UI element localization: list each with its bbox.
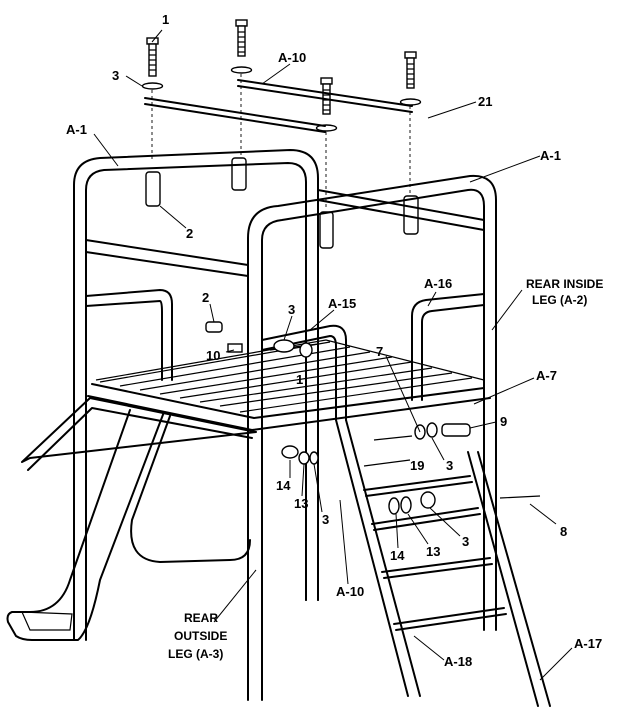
label-part-3-d: 3 <box>322 512 329 527</box>
label-A15: A-15 <box>328 296 356 311</box>
side-rails <box>85 189 485 381</box>
label-A7: A-7 <box>536 368 557 383</box>
label-part-3-e: 3 <box>462 534 469 549</box>
label-part-3-top: 3 <box>112 68 119 83</box>
label-part-2-upper: 2 <box>186 226 193 241</box>
label-part-3-c: 3 <box>446 458 453 473</box>
label-part-1-top: 1 <box>162 12 169 27</box>
label-A16: A-16 <box>424 276 452 291</box>
label-A1-left: A-1 <box>66 122 87 137</box>
label-A17: A-17 <box>574 636 602 651</box>
label-part-9: 9 <box>500 414 507 429</box>
label-rear-outside-2: OUTSIDE <box>174 629 227 643</box>
label-A10-bottom: A-10 <box>336 584 364 599</box>
label-part-2-mid: 2 <box>202 290 209 305</box>
bolt-2 <box>230 19 253 160</box>
rear-legs <box>305 439 319 601</box>
slide <box>6 397 257 641</box>
label-part-14-a: 14 <box>276 478 291 493</box>
label-A18: A-18 <box>444 654 472 669</box>
label-part-1-deck: 1 <box>296 372 303 387</box>
part-labels: 1 3 A-10 21 A-1 A-1 2 REAR INSIDE LEG (A… <box>66 12 603 669</box>
label-part-21: 21 <box>478 94 492 109</box>
label-A1-right: A-1 <box>540 148 561 163</box>
deck <box>87 339 491 431</box>
label-A10-top: A-10 <box>278 50 306 65</box>
frame-right-A1 <box>247 174 497 701</box>
label-part-14-b: 14 <box>390 548 405 563</box>
leader-lines <box>93 29 573 681</box>
frame-left-A1 <box>73 149 319 641</box>
label-part-7: 7 <box>376 344 383 359</box>
handle-A16 <box>411 293 485 401</box>
label-rear-inside-2: LEG (A-2) <box>532 293 587 307</box>
label-part-13-b: 13 <box>426 544 440 559</box>
top-cross-bars <box>144 79 413 133</box>
handle-A15 <box>261 324 347 421</box>
label-part-3-mid: 3 <box>288 302 295 317</box>
label-rear-outside-1: REAR <box>184 611 218 625</box>
ladder <box>335 419 551 707</box>
top-bolts <box>141 19 422 210</box>
label-rear-inside-1: REAR INSIDE <box>526 277 603 291</box>
label-part-13-a: 13 <box>294 496 308 511</box>
label-rear-outside-3: LEG (A-3) <box>168 647 223 661</box>
label-part-10: 10 <box>206 348 220 363</box>
label-part-8: 8 <box>560 524 567 539</box>
label-part-19: 19 <box>410 458 424 473</box>
bolt-4 <box>399 51 422 200</box>
